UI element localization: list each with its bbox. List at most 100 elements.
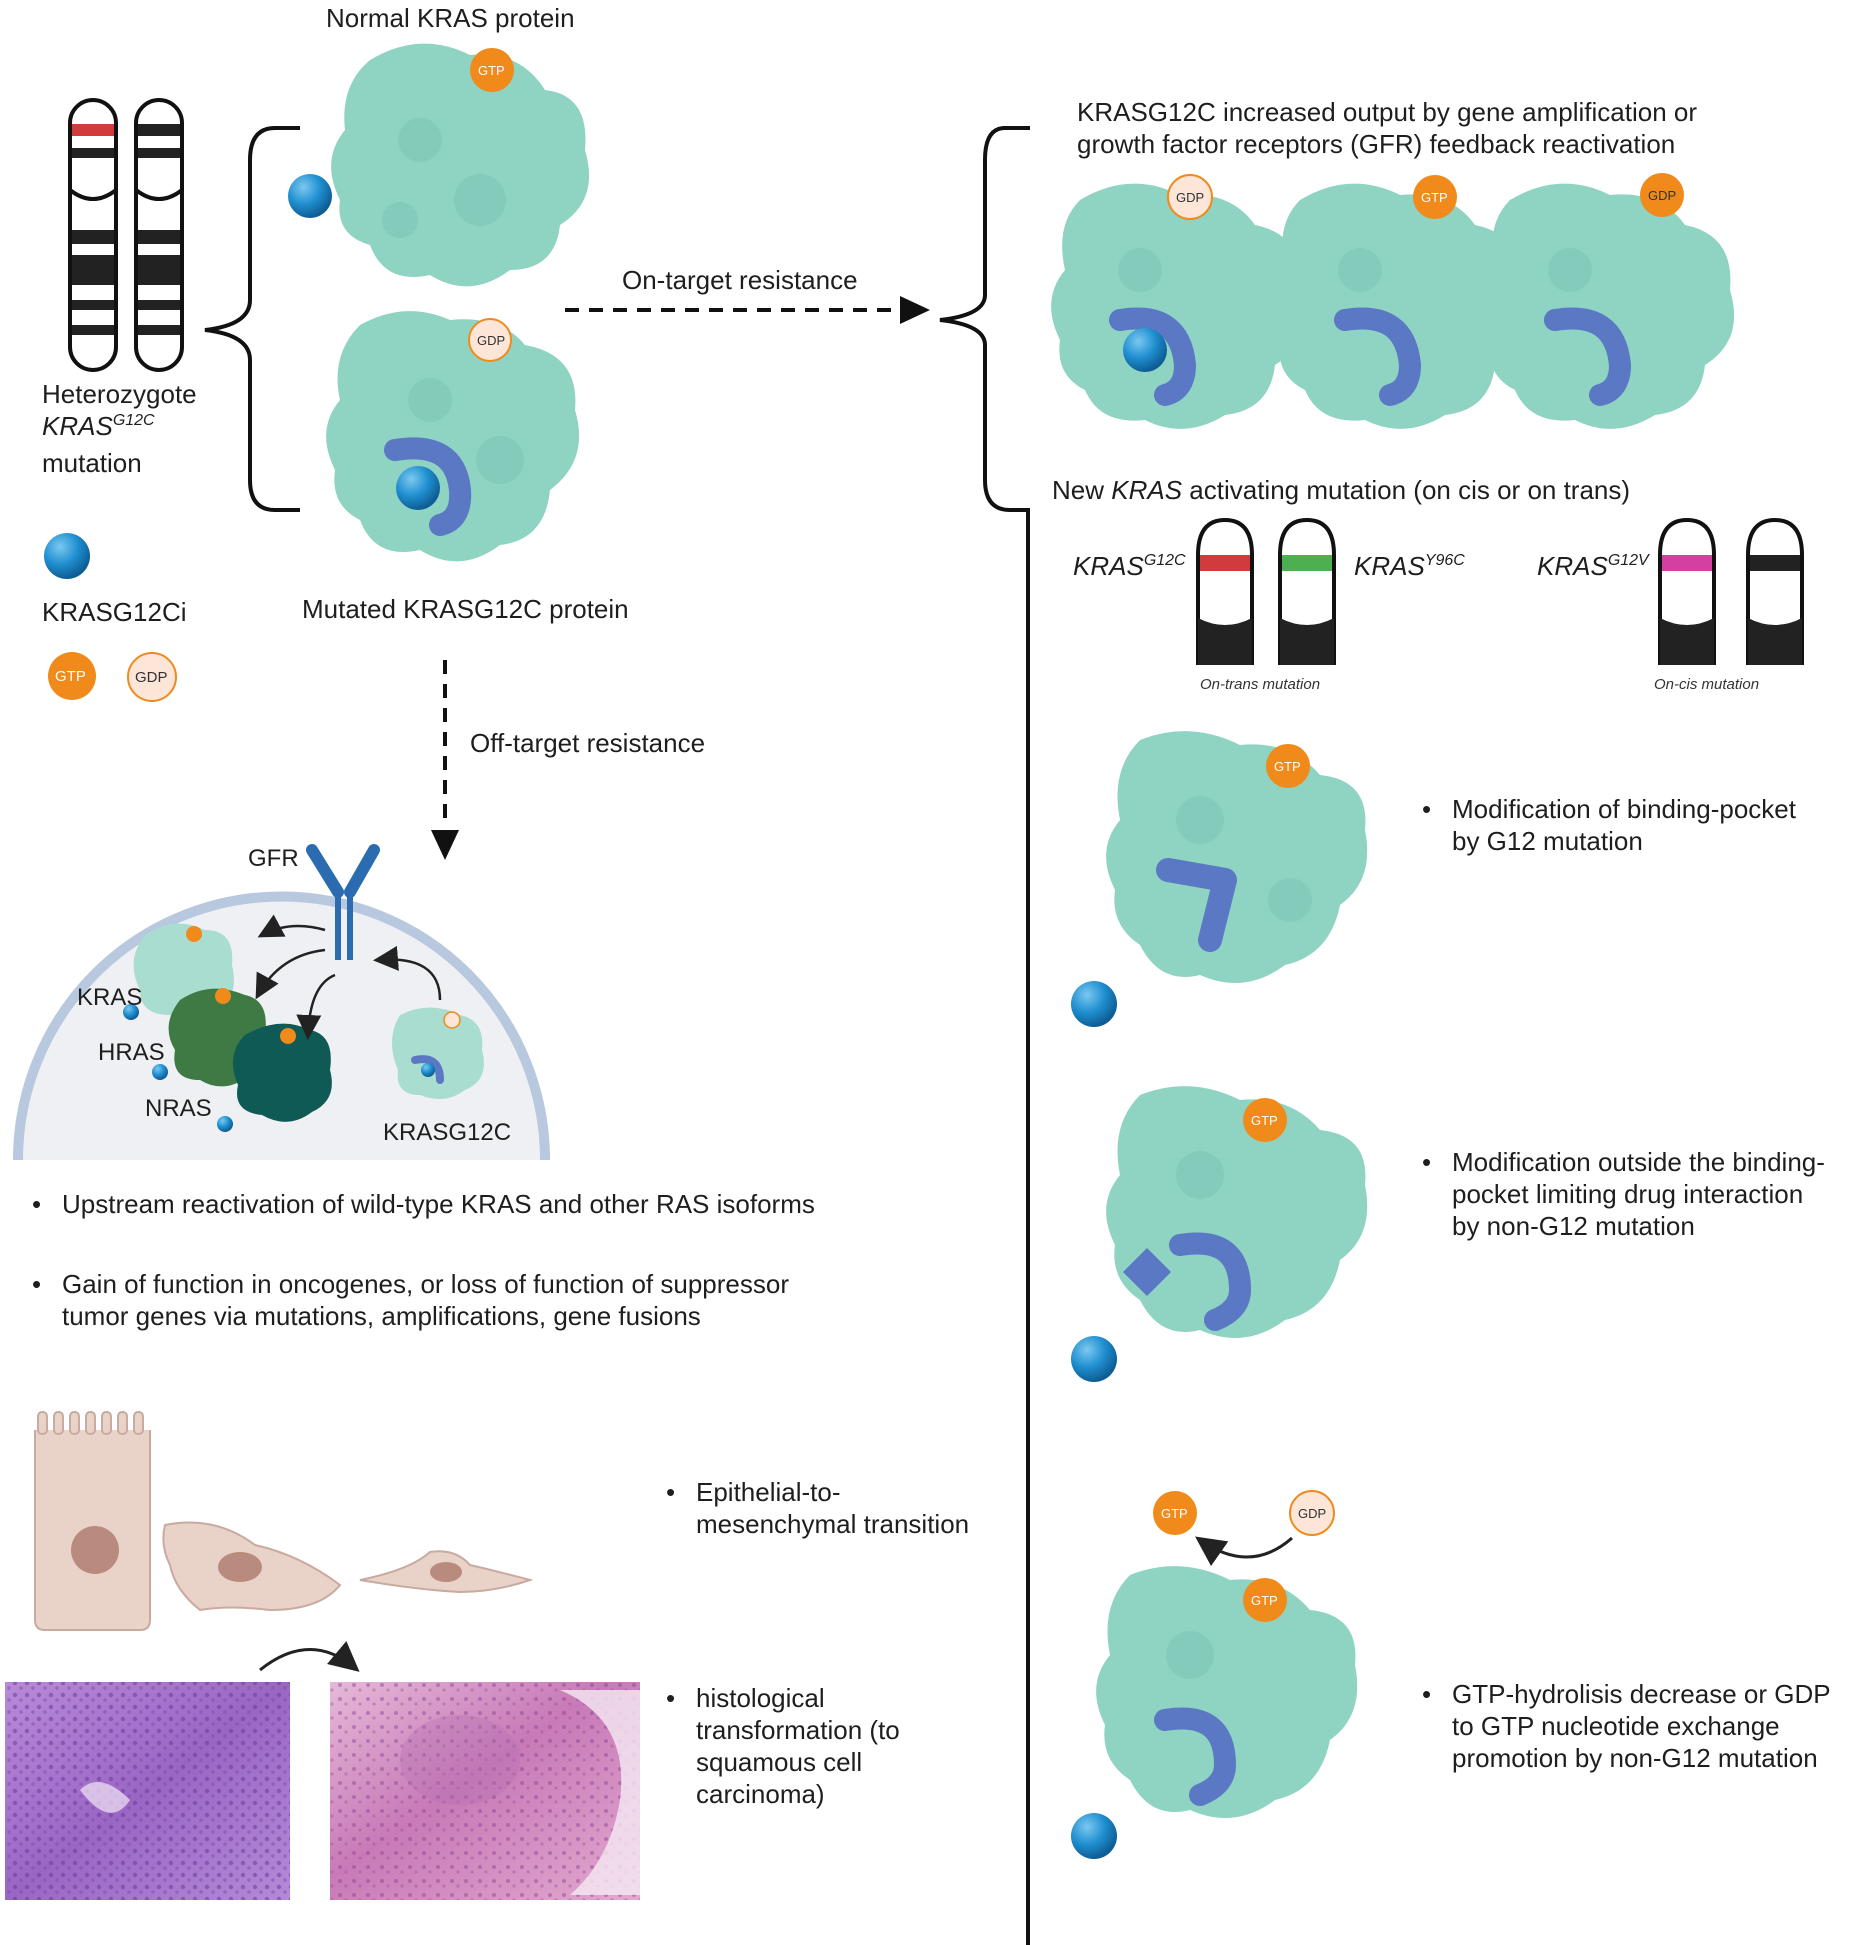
cell-krasg12c-protein [391, 1007, 484, 1099]
cell-ball-nras [217, 1116, 233, 1132]
chromosome-right [134, 98, 184, 372]
label-kras-y96c: KRASY96C [1354, 551, 1465, 581]
label-normal-kras: Normal KRAS protein [326, 3, 575, 33]
cell-arrow-1 [257, 914, 326, 938]
label-on-target: On-target resistance [622, 265, 858, 295]
label-cell-hras: HRAS [98, 1039, 165, 1066]
heterozygote-line1: Heterozygote [42, 379, 197, 409]
pocket-amp-2 [1334, 307, 1422, 406]
bullet-histological: •histological transformation (to squamou… [666, 1683, 900, 1809]
cell-ball-kras [123, 1004, 139, 1020]
gtp-badge-exchange [1153, 1491, 1197, 1535]
gtp-badge-label-outside-mod: GTP [1251, 1113, 1278, 1128]
inhibitor-hydrolysis [1071, 1813, 1117, 1859]
bullet-histological-text: histological transformation (to squamous… [696, 1683, 900, 1809]
gdp-badge-amp-1 [1167, 174, 1213, 220]
protein-amplified-3 [1481, 183, 1735, 429]
gtp-badge-label-hydrolysis: GTP [1251, 1593, 1278, 1608]
protein-mutated-kras [326, 311, 580, 562]
label-heterozygote: Heterozygote KRASG12C mutation [42, 378, 197, 479]
histology-image-after [330, 1682, 640, 1900]
bullet-gtp-hydrolysis-text: GTP-hydrolisis decrease or GDP to GTP nu… [1452, 1679, 1831, 1773]
gdp-badge-label-amp-3: GDP [1648, 188, 1677, 203]
bullet-upstream-text: Upstream reactivation of wild-type KRAS … [62, 1189, 815, 1219]
bullet-emt: •Epithelial-to- mesenchymal transition [666, 1477, 970, 1539]
label-kras-g12c: KRASG12C [1073, 551, 1186, 581]
histology-arrow [259, 1641, 360, 1672]
label-gfr: GFR [248, 845, 299, 872]
mesenchymal-cell [359, 1550, 534, 1594]
label-kras-g12v: KRASG12V [1537, 551, 1649, 581]
cell-ball-hras [152, 1064, 168, 1080]
left-brace [204, 126, 300, 512]
bullet-upstream: •Upstream reactivation of wild-type KRAS… [32, 1189, 815, 1219]
cell-nras-protein [232, 1023, 332, 1122]
gtp-badge-normal [470, 48, 514, 92]
cell-arrow-3 [296, 973, 336, 1040]
label-cell-krasg12c: KRASG12C [383, 1119, 512, 1146]
legend-inhibitor-ball [44, 533, 90, 579]
inhibitor-ball-top [288, 174, 332, 218]
label-new-kras-mutation: New KRAS activating mutation (on cis or … [1052, 475, 1631, 505]
red-band-mutation [72, 124, 114, 136]
chromosome-left [68, 98, 118, 372]
label-on-trans: On-trans mutation [1200, 676, 1321, 693]
label-on-cis: On-cis mutation [1654, 676, 1760, 693]
gdp-badge-mutated [468, 318, 512, 362]
protein-binding-pocket-mod [1106, 731, 1368, 983]
histology-image-before [5, 1682, 290, 1900]
transitioning-cell [162, 1521, 342, 1612]
gtp-badge-label-exchange: GTP [1161, 1506, 1188, 1521]
chromosome-cis-partner [1746, 517, 1804, 665]
gtp-badge-label-amp-2: GTP [1421, 190, 1448, 205]
pocket-amp-3 [1544, 307, 1632, 406]
cell-arrow-2 [255, 948, 326, 1000]
heterozygote-line3: mutation [42, 448, 142, 478]
bullet-binding-pocket: •Modification of binding-pocket by G12 m… [1422, 794, 1796, 856]
gtp-legend-label: GTP [55, 668, 86, 685]
chromosome-y96c [1278, 517, 1336, 665]
inhibitor-pocket-mod [1071, 981, 1117, 1027]
gtp-badge-label-pocket-mod: GTP [1274, 759, 1301, 774]
label-amplification-line2: growth factor receptors (GFR) feedback r… [1077, 129, 1676, 159]
bullet-outside-pocket-text: Modification outside the binding- pocket… [1452, 1147, 1825, 1241]
bullet-gain-of-function: •Gain of function in oncogenes, or loss … [32, 1269, 789, 1331]
gdp-badge-exchange [1289, 1490, 1335, 1536]
inhibitor-outside-mod [1071, 1336, 1117, 1382]
label-amplification-line1: KRASG12C increased output by gene amplif… [1077, 97, 1698, 127]
label-mutated-kras: Mutated KRASG12C protein [302, 594, 629, 624]
chromosome-pair-heterozygote [68, 98, 184, 372]
pocket-outside-mod [1169, 1232, 1252, 1331]
gdp-badge-label-exchange: GDP [1298, 1506, 1327, 1521]
inhibitor-amp-1 [1123, 328, 1167, 372]
exchange-arrow [1195, 1536, 1293, 1567]
protein-outside-pocket-mod [1106, 1086, 1368, 1338]
gtp-badge-amp-2 [1413, 175, 1457, 219]
label-off-target: Off-target resistance [470, 728, 706, 758]
epithelial-cell [34, 1411, 151, 1631]
label-cell-kras: KRAS [77, 984, 143, 1011]
heterozygote-line2: KRASG12C [42, 411, 155, 441]
bullet-outside-pocket: •Modification outside the binding- pocke… [1422, 1147, 1825, 1241]
gdp-legend-label: GDP [135, 669, 168, 686]
protein-amplified-1 [1051, 183, 1305, 429]
legend-gdp-ball [127, 652, 177, 702]
binding-pocket-mutated [384, 437, 472, 536]
bullet-gtp-hydrolysis: •GTP-hydrolisis decrease or GDP to GTP n… [1422, 1679, 1831, 1773]
gtp-badge-hydrolysis [1243, 1578, 1287, 1622]
cell-membrane [13, 891, 550, 1161]
cell-arrow-4 [373, 945, 442, 1001]
bullet-binding-pocket-text: Modification of binding-pocket by G12 mu… [1452, 794, 1796, 856]
gtp-badge-outside-mod [1243, 1098, 1287, 1142]
gtp-badge-pocket-mod [1266, 744, 1310, 788]
pocket-bent-shape [1156, 858, 1237, 952]
gdp-badge-label-mutated: GDP [477, 333, 506, 348]
bullet-emt-text: Epithelial-to- mesenchymal transition [696, 1477, 970, 1539]
chromosome-g12v [1658, 517, 1716, 665]
protein-normal-kras [331, 43, 590, 287]
gdp-badge-label-amp-1: GDP [1176, 190, 1205, 205]
inhibitor-bound-mutated [396, 466, 440, 510]
protein-amplified-2 [1271, 183, 1525, 429]
